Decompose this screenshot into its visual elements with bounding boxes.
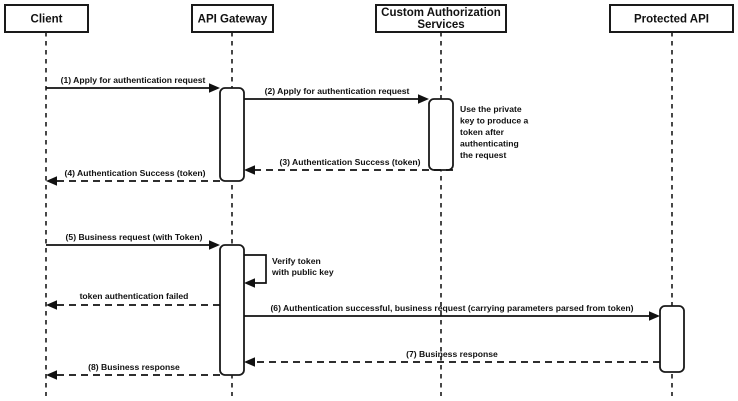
participant-label-api-gateway: API Gateway [198,14,268,26]
message-6[interactable]: (6) Authentication successful, business … [244,303,660,321]
activation-bar-protected-api[interactable] [659,305,685,373]
activation-bar-api-gateway-auth[interactable] [219,87,245,182]
participant-label-protected-api: Protected API [634,14,709,26]
message-7[interactable]: (7) Business response [244,349,660,367]
participant-label-client: Client [31,14,63,26]
participant-box-api-gateway [191,4,274,33]
self-message-verify-token-arrowhead [244,278,255,288]
note-private-key-line-3: token after [460,127,505,137]
messages-layer: (1) Apply for authentication request (2)… [46,75,660,380]
participant-client[interactable]: Client [4,4,89,33]
message-7-label: (7) Business response [406,349,498,359]
message-8-arrowhead [46,370,57,380]
activations-layer [219,87,685,376]
message-1-arrowhead [209,83,220,93]
self-message-verify-token-label-line1: Verify token [272,256,321,266]
message-7-arrowhead [244,357,255,367]
message-1-label: (1) Apply for authentication request [61,75,206,85]
message-token-authentication-failed[interactable]: token authentication failed [46,291,220,310]
message-6-label: (6) Authentication successful, business … [270,303,633,313]
participants-layer: Client API Gateway Custom Authorization … [4,4,734,33]
message-4-arrowhead [46,176,57,186]
activation-bar-custom-authorization-services[interactable] [428,98,454,171]
lifelines-layer [45,32,673,396]
message-5-label: (5) Business request (with Token) [66,232,203,242]
message-2-arrowhead [418,94,429,104]
participant-protected-api[interactable]: Protected API [609,4,734,33]
message-6-arrowhead [649,311,660,321]
message-token-authentication-failed-label: token authentication failed [80,291,189,301]
message-2[interactable]: (2) Apply for authentication request [244,86,429,104]
message-3[interactable]: (3) Authentication Success (token) [244,157,453,175]
message-token-authentication-failed-arrowhead [46,300,57,310]
activation-bar-api-gateway-business[interactable] [219,244,245,376]
message-3-arrowhead [244,165,255,175]
participant-label-custom-authorization-services-line2: Services [417,19,464,31]
message-4-label: (4) Authentication Success (token) [64,168,205,178]
note-private-key-line-1: Use the private [460,104,522,114]
self-message-verify-token[interactable]: Verify token with public key [244,254,334,288]
participant-label-custom-authorization-services-line1: Custom Authorization [381,7,501,19]
message-1[interactable]: (1) Apply for authentication request [46,75,220,93]
note-private-key-line-4: authenticating [460,139,519,149]
message-2-label: (2) Apply for authentication request [265,86,410,96]
note-private-key-line-5: the request [460,150,506,160]
message-3-label: (3) Authentication Success (token) [279,157,420,167]
message-8-label: (8) Business response [88,362,180,372]
participant-box-protected-api [609,4,734,33]
participant-box-custom-authorization-services [375,4,507,33]
participant-box-client [4,4,89,33]
self-message-verify-token-label-line2: with public key [271,267,334,277]
participant-api-gateway[interactable]: API Gateway [191,4,274,33]
note-private-key-line-2: key to produce a [460,116,529,126]
message-4[interactable]: (4) Authentication Success (token) [46,168,220,186]
message-5[interactable]: (5) Business request (with Token) [46,232,220,250]
participant-custom-authorization-services[interactable]: Custom Authorization Services [375,4,507,33]
message-5-arrowhead [209,240,220,250]
self-message-verify-token-path [244,254,267,284]
note-private-key: Use the private key to produce a token a… [460,104,529,160]
message-8[interactable]: (8) Business response [46,362,220,380]
